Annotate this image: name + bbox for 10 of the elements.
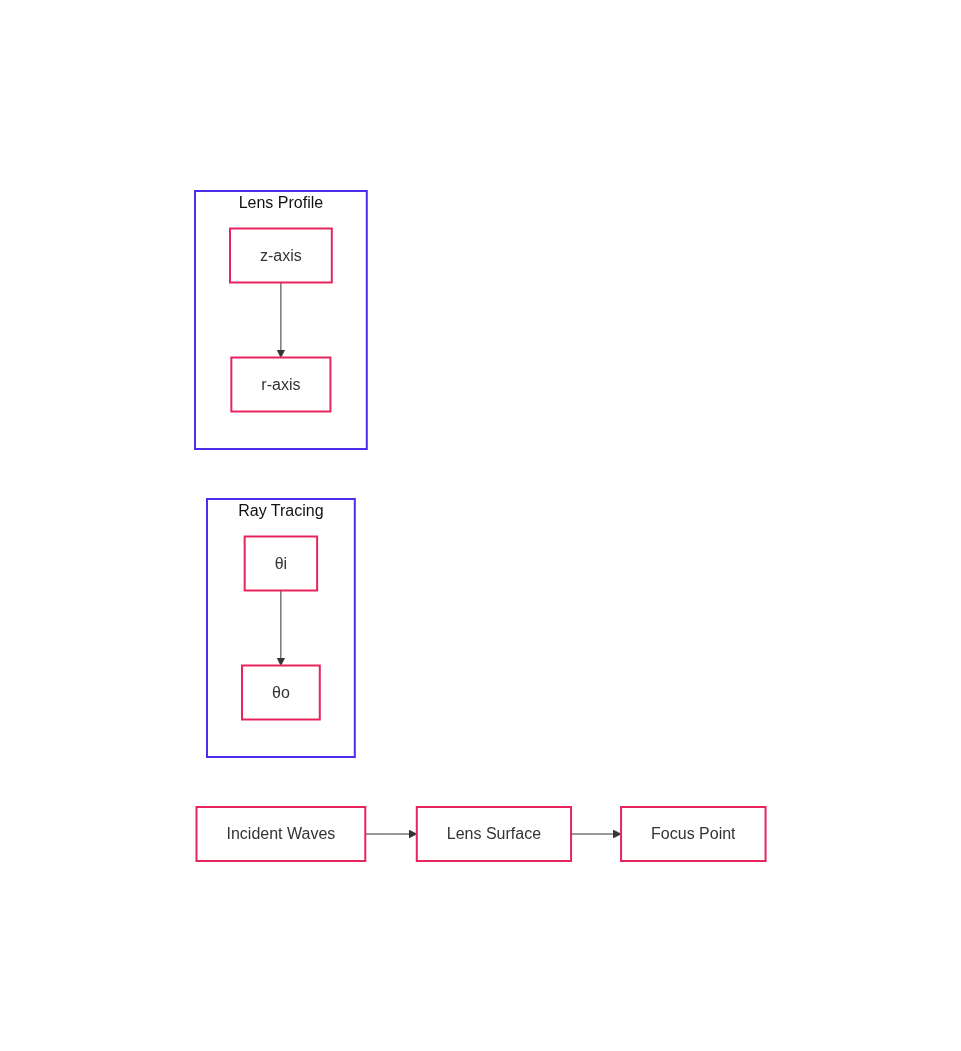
node-box: r-axis [230, 356, 332, 412]
node-box: Lens Surface [416, 805, 573, 862]
arrow [276, 589, 286, 666]
node-box: Incident Waves [195, 805, 367, 862]
node-box: θo [241, 664, 321, 720]
node-box: Focus Point [620, 805, 767, 862]
arrow [276, 281, 286, 358]
node-box: θi [243, 535, 319, 591]
arrow [365, 829, 418, 838]
node-box: z-axis [229, 227, 333, 283]
